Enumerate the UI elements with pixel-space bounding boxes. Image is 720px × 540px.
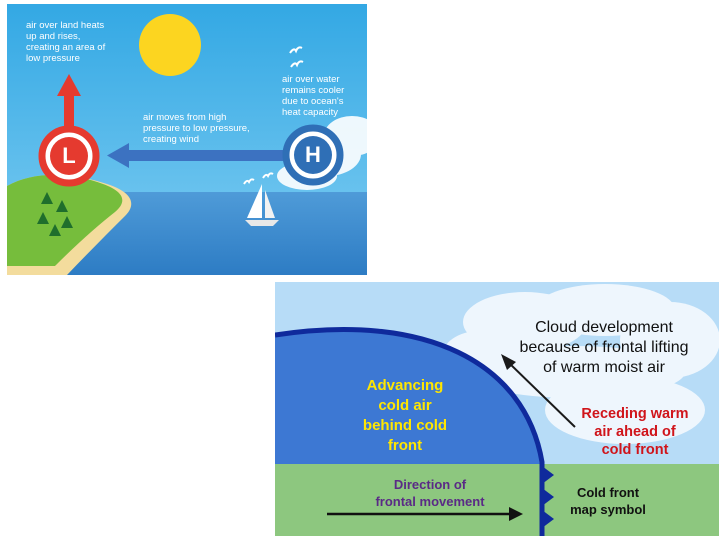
sea-breeze-illustration [7,4,367,275]
map-symbol-label: Cold front map symbol [570,485,646,517]
land [7,174,123,266]
high-pressure-icon [282,124,344,186]
wind-arrow [107,143,297,168]
birds [243,46,304,185]
sea-breeze-diagram: L H air over land heats up and rises, cr… [7,4,367,275]
cloud [443,284,719,444]
sun-icon [139,14,201,76]
wind-text: air moves from high pressure to low pres… [143,112,250,145]
low-pressure-icon [38,125,100,187]
low-symbol: L [62,143,76,168]
direction-arrow [327,507,523,521]
high-symbol: H [305,142,321,167]
lifting-arrow [501,354,576,428]
cold-front-illustration [275,282,719,536]
ground [275,464,719,536]
rising-air-arrow [57,74,81,142]
cloud-development-label: Cloud development because of frontal lif… [519,319,689,376]
front-boundary [275,327,545,536]
land-air-text: air over land heats up and rises, creati… [26,20,106,64]
trees [37,192,73,236]
cold-front-symbol-icon [542,466,554,528]
cold-front-diagram: Cloud development because of frontal lif… [275,282,719,536]
cold-air-label: Advancing cold air behind cold front [362,377,448,454]
sailboat-icon [245,184,279,226]
water-air-text: air over water remains cooler due to oce… [282,74,345,118]
warm-air-label: Receding warm air ahead of cold front [581,406,689,458]
direction-label: Direction of frontal movement [375,477,485,509]
